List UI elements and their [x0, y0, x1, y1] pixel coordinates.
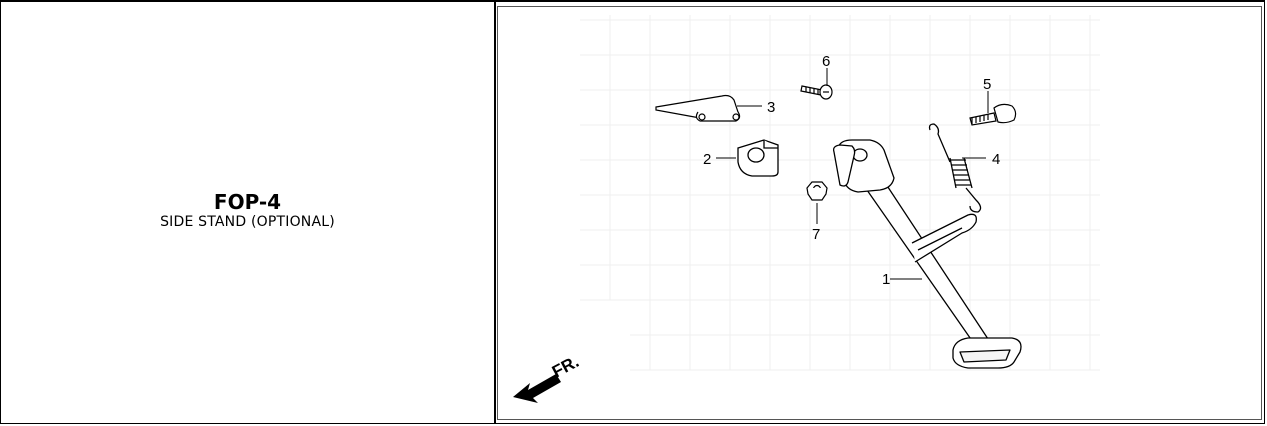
callout-1: 1	[882, 271, 890, 288]
bracket-part	[737, 139, 779, 177]
figure-title: SIDE STAND (OPTIONAL)	[160, 213, 335, 230]
callout-3: 3	[767, 99, 775, 116]
background-grid	[580, 15, 1100, 371]
screw-part	[800, 84, 833, 100]
side-stand-part	[832, 139, 1022, 369]
front-direction-arrow-icon	[513, 374, 561, 403]
callout-7: 7	[812, 226, 820, 243]
column-divider	[494, 2, 496, 423]
callout-5: 5	[983, 76, 991, 93]
figure-code: FOP-4	[213, 189, 282, 214]
callout-6: 6	[822, 53, 830, 70]
nut-part	[806, 181, 828, 201]
leader-lines	[716, 68, 989, 280]
callout-4: 4	[992, 151, 1000, 168]
callout-2: 2	[703, 151, 711, 168]
bolt-part	[969, 103, 1017, 126]
switch-part	[655, 94, 741, 122]
spring-part	[928, 123, 982, 213]
figure-caption: FOP-4 SIDE STAND (OPTIONAL)	[1, 2, 494, 423]
diagram-panel	[497, 6, 1262, 420]
